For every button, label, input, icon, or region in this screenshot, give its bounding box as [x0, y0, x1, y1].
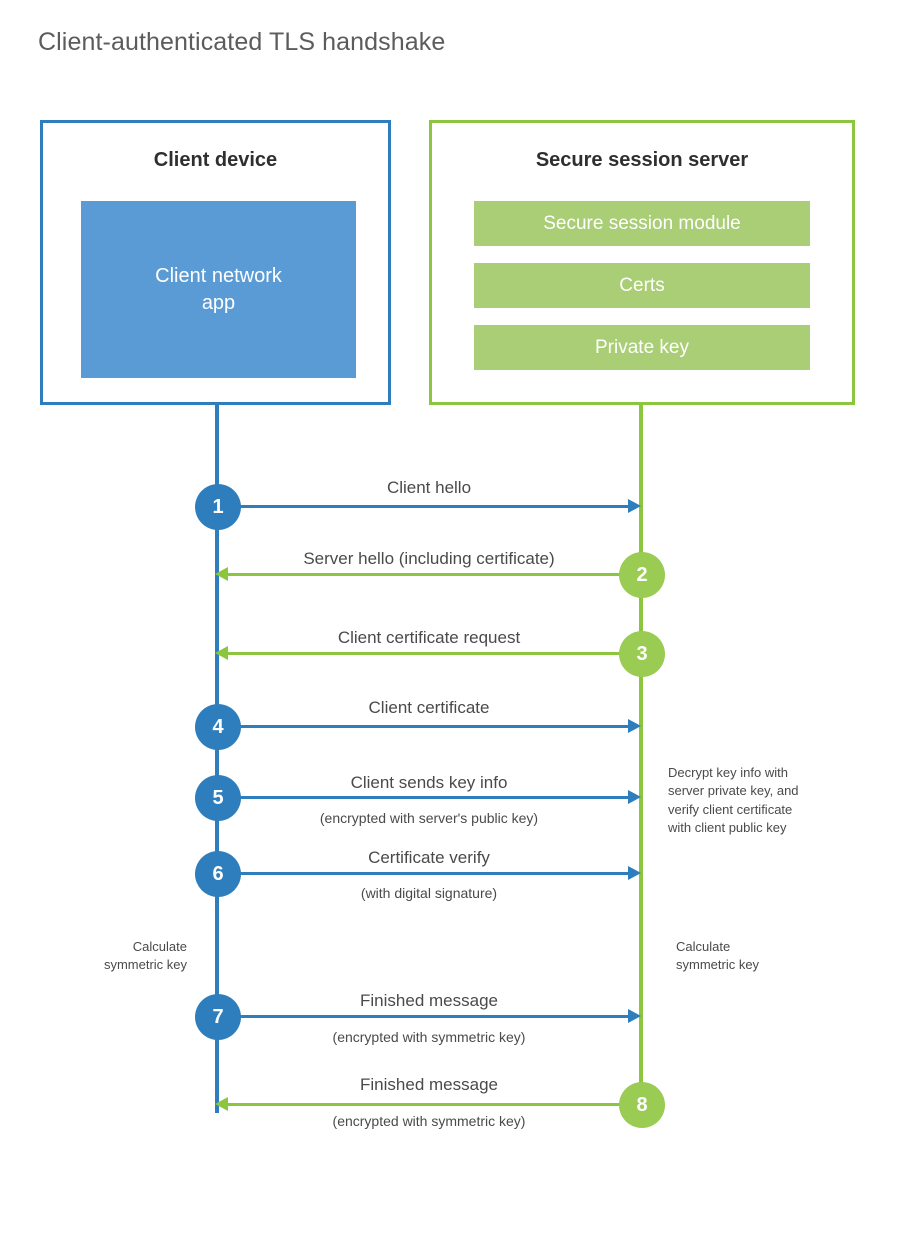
- step-6-arrow-line: [217, 872, 628, 875]
- step-2-circle[interactable]: 2: [619, 552, 665, 598]
- step-5-label: Client sends key info: [350, 773, 508, 792]
- server-component-secure-session-module: Secure session module: [474, 201, 810, 246]
- step-7-label: Finished message: [360, 991, 498, 1010]
- step-4-circle[interactable]: 4: [195, 704, 241, 750]
- step-1-circle[interactable]: 1: [195, 484, 241, 530]
- step-4-label: Client certificate: [368, 698, 490, 717]
- step-6-circle[interactable]: 6: [195, 851, 241, 897]
- client-device-heading: Client device: [153, 149, 278, 171]
- step-8-sublabel: (encrypted with symmetric key): [332, 1113, 526, 1129]
- step-7-arrow-head-icon: [628, 1009, 641, 1023]
- server-component-stack: Secure session module Certs Private key: [474, 201, 810, 370]
- step-2-label: Server hello (including certificate): [303, 549, 555, 568]
- step-5-circle[interactable]: 5: [195, 775, 241, 821]
- step-6-sublabel: (with digital signature): [360, 885, 498, 901]
- step-5-arrow-line: [217, 796, 628, 799]
- step-2-arrow-head-icon: [215, 567, 228, 581]
- step-1-arrow-head-icon: [628, 499, 641, 513]
- step-6-label: Certificate verify: [368, 848, 490, 867]
- step-8-arrow-head-icon: [215, 1097, 228, 1111]
- step-2-arrow-line: [228, 573, 641, 576]
- step-7-arrow-line: [217, 1015, 628, 1018]
- server-component-private-key: Private key: [474, 325, 810, 370]
- client-calculate-symmetric-key-note: Calculate symmetric key: [103, 939, 187, 973]
- step-3-circle[interactable]: 3: [619, 631, 665, 677]
- step-8-circle[interactable]: 8: [619, 1082, 665, 1128]
- client-device-box: Client device Client network app: [40, 120, 391, 405]
- secure-session-server-heading: Secure session server: [535, 149, 749, 171]
- server-decrypt-note: Decrypt key info with server private key…: [668, 765, 799, 836]
- step-7-circle[interactable]: 7: [195, 994, 241, 1040]
- secure-session-server-box: Secure session server Secure session mod…: [429, 120, 855, 405]
- step-1-label: Client hello: [386, 478, 472, 497]
- server-calculate-symmetric-key-note: Calculate symmetric key: [676, 939, 760, 973]
- step-1-arrow-line: [217, 505, 628, 508]
- step-5-sublabel: (encrypted with server's public key): [319, 810, 539, 826]
- server-lifeline: [639, 405, 643, 1105]
- page-title: Client-authenticated TLS handshake: [38, 28, 446, 56]
- step-3-label: Client certificate request: [337, 628, 521, 647]
- step-8-label: Finished message: [360, 1075, 498, 1094]
- step-4-arrow-line: [217, 725, 628, 728]
- step-8-arrow-line: [228, 1103, 641, 1106]
- step-3-arrow-head-icon: [215, 646, 228, 660]
- client-lifeline: [215, 405, 219, 1113]
- step-3-arrow-line: [228, 652, 641, 655]
- step-7-sublabel: (encrypted with symmetric key): [332, 1029, 526, 1045]
- client-network-app-block: Client network app: [81, 201, 356, 378]
- step-6-arrow-head-icon: [628, 866, 641, 880]
- server-component-certs: Certs: [474, 263, 810, 308]
- step-4-arrow-head-icon: [628, 719, 641, 733]
- step-5-arrow-head-icon: [628, 790, 641, 804]
